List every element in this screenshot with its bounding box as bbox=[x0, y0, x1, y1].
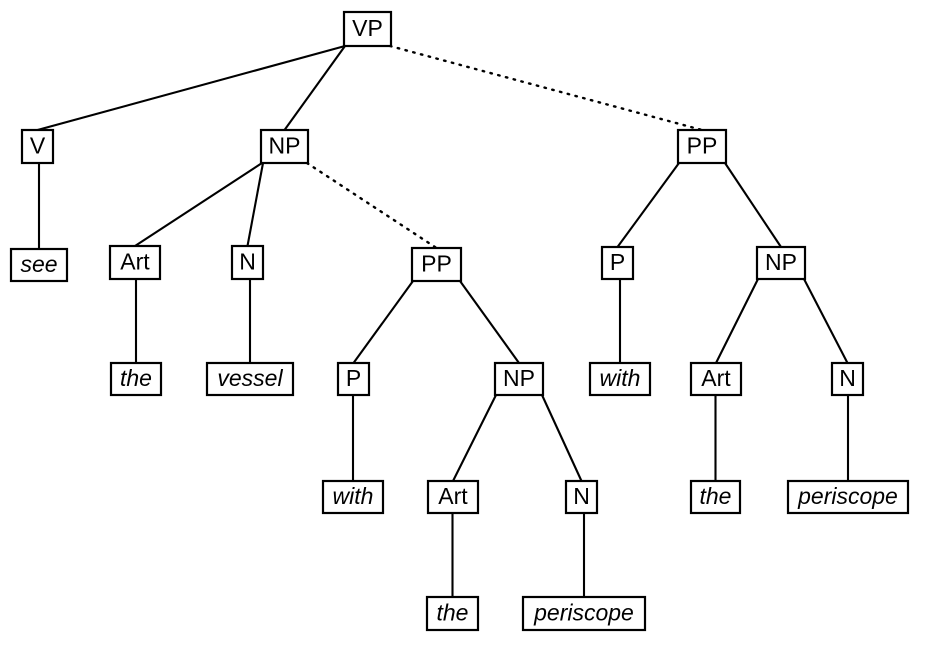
tree-node-np_right[interactable]: NP bbox=[755, 245, 807, 281]
node-label-p_mid: P bbox=[346, 365, 361, 391]
node-label-pp_right: PP bbox=[687, 133, 718, 159]
node-label-art_right: Art bbox=[701, 365, 731, 391]
tree-edge-pp_right-p_right bbox=[616, 162, 680, 248]
node-box-art_right bbox=[689, 361, 743, 397]
node-label-vessel: vessel bbox=[217, 365, 283, 391]
tree-node-np1[interactable]: NP bbox=[259, 128, 310, 165]
node-label-np_mid: NP bbox=[503, 365, 535, 391]
tree-edge-np_right-n_right bbox=[803, 278, 849, 364]
node-label-the_m: the bbox=[437, 600, 469, 626]
tree-edge-np1-pp_mid bbox=[305, 161, 438, 250]
tree-edge-np_right-art_right bbox=[715, 278, 759, 364]
tree-node-p_right[interactable]: P bbox=[600, 245, 635, 281]
node-label-pp_mid: PP bbox=[421, 251, 452, 277]
tree-node-v[interactable]: V bbox=[20, 128, 55, 165]
tree-node-p_mid[interactable]: P bbox=[336, 361, 371, 397]
tree-edge-np1-n1 bbox=[246, 162, 265, 247]
node-box-vp bbox=[342, 10, 393, 48]
edge-layer bbox=[37, 44, 850, 597]
tree-edge-vp-v bbox=[37, 44, 346, 132]
node-label-with_r: with bbox=[600, 365, 641, 391]
tree-node-peri_m[interactable]: periscope bbox=[521, 595, 647, 632]
tree-node-vessel[interactable]: vessel bbox=[205, 361, 295, 397]
tree-node-art_right[interactable]: Art bbox=[689, 361, 743, 397]
tree-node-n_mid[interactable]: N bbox=[564, 479, 599, 515]
tree-node-with_m[interactable]: with bbox=[321, 479, 385, 515]
node-box-with_m bbox=[321, 479, 385, 515]
node-box-the1 bbox=[109, 361, 163, 397]
node-label-the1: the bbox=[120, 365, 152, 391]
tree-edge-np1-art1 bbox=[134, 162, 263, 247]
node-box-see bbox=[9, 247, 69, 283]
tree-node-np_mid[interactable]: NP bbox=[493, 361, 545, 397]
tree-node-vp[interactable]: VP bbox=[342, 10, 393, 48]
tree-node-the1[interactable]: the bbox=[109, 361, 163, 397]
node-label-n1: N bbox=[239, 249, 256, 275]
tree-edge-np_mid-n_mid bbox=[541, 394, 583, 482]
tree-node-art1[interactable]: Art bbox=[108, 244, 162, 281]
node-label-p_right: P bbox=[610, 249, 625, 275]
tree-node-pp_mid[interactable]: PP bbox=[410, 246, 463, 283]
tree-node-peri_r[interactable]: periscope bbox=[786, 479, 910, 515]
tree-node-art_mid[interactable]: Art bbox=[426, 479, 480, 515]
tree-edge-vp-pp_right bbox=[388, 44, 704, 132]
node-box-peri_r bbox=[786, 479, 910, 515]
tree-edge-pp_mid-p_mid bbox=[352, 280, 414, 364]
node-box-the_r bbox=[689, 479, 742, 515]
node-box-pp_right bbox=[676, 128, 728, 165]
tree-edge-pp_right-np_right bbox=[724, 162, 782, 248]
node-label-vp: VP bbox=[352, 15, 383, 41]
node-box-v bbox=[20, 128, 55, 165]
node-label-v: V bbox=[30, 133, 46, 159]
node-label-the_r: the bbox=[700, 483, 732, 509]
tree-node-see[interactable]: see bbox=[9, 247, 69, 283]
node-box-the_m bbox=[425, 595, 480, 632]
node-label-peri_m: periscope bbox=[533, 600, 634, 626]
node-box-np1 bbox=[259, 128, 310, 165]
tree-node-the_m[interactable]: the bbox=[425, 595, 480, 632]
node-box-peri_m bbox=[521, 595, 647, 632]
node-label-n_mid: N bbox=[573, 483, 590, 509]
node-label-n_right: N bbox=[839, 365, 856, 391]
tree-edge-np_mid-art_mid bbox=[452, 394, 497, 482]
node-label-np_right: NP bbox=[765, 249, 797, 275]
node-label-peri_r: periscope bbox=[797, 483, 898, 509]
tree-edge-vp-np1 bbox=[283, 45, 346, 131]
node-box-n1 bbox=[230, 244, 265, 281]
node-box-vessel bbox=[205, 361, 295, 397]
node-label-art_mid: Art bbox=[438, 483, 468, 509]
node-box-np_right bbox=[755, 245, 807, 281]
tree-node-pp_right[interactable]: PP bbox=[676, 128, 728, 165]
node-box-p_right bbox=[600, 245, 635, 281]
node-box-with_r bbox=[588, 361, 652, 397]
node-box-p_mid bbox=[336, 361, 371, 397]
node-label-art1: Art bbox=[120, 249, 150, 275]
node-box-pp_mid bbox=[410, 246, 463, 283]
tree-node-n_right[interactable]: N bbox=[830, 361, 865, 397]
node-label-with_m: with bbox=[333, 483, 374, 509]
tree-node-with_r[interactable]: with bbox=[588, 361, 652, 397]
tree-node-n1[interactable]: N bbox=[230, 244, 265, 281]
node-label-see: see bbox=[20, 251, 57, 277]
node-box-n_right bbox=[830, 361, 865, 397]
node-box-art_mid bbox=[426, 479, 480, 515]
node-label-np1: NP bbox=[269, 133, 301, 159]
node-box-n_mid bbox=[564, 479, 599, 515]
tree-node-the_r[interactable]: the bbox=[689, 479, 742, 515]
node-box-np_mid bbox=[493, 361, 545, 397]
node-box-art1 bbox=[108, 244, 162, 281]
tree-edge-pp_mid-np_mid bbox=[459, 280, 520, 364]
